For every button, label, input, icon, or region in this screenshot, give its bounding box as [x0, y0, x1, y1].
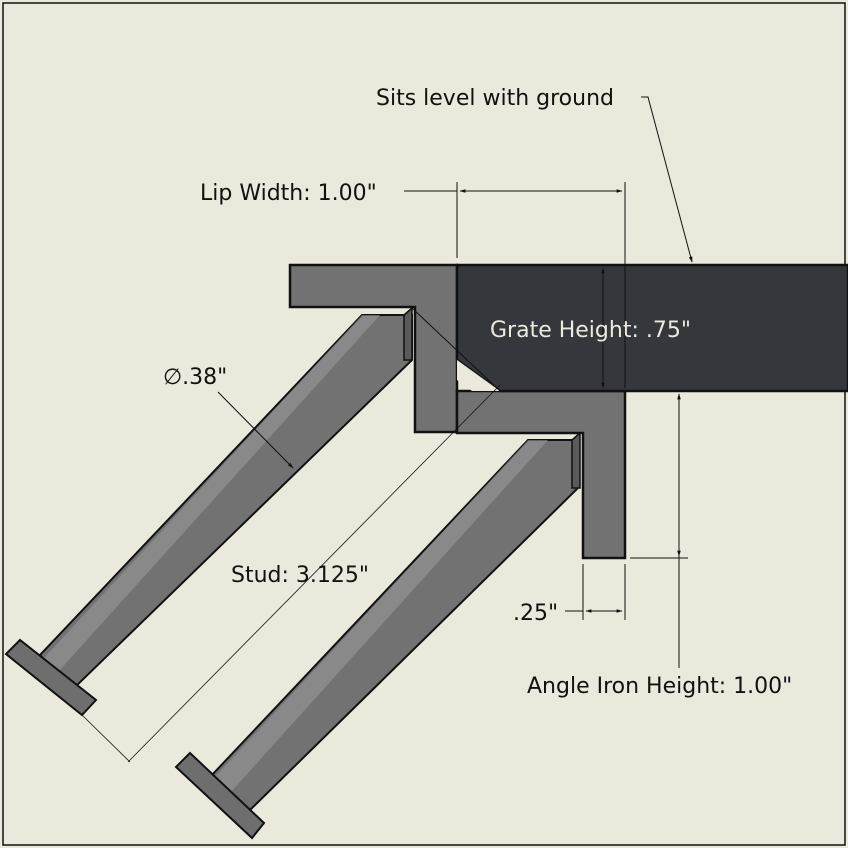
thickness-label: .25" [513, 601, 558, 626]
angle-iron-height-dimension [630, 393, 688, 668]
diameter-dimension [217, 391, 294, 469]
stud-2 [174, 431, 581, 840]
stud-1 [4, 306, 413, 717]
sits-level-leader [641, 96, 693, 263]
diameter-label: ∅.38" [163, 365, 227, 390]
thickness-dimension [565, 564, 626, 620]
sits-level-label: Sits level with ground [376, 86, 614, 111]
stud-label: Stud: 3.125" [231, 563, 369, 588]
grate-height-label: Grate Height: .75" [490, 318, 691, 343]
stud-dimension-line [127, 384, 501, 763]
lip-width-dimension [404, 182, 626, 388]
lip-width-label: Lip Width: 1.00" [200, 181, 377, 206]
angle-iron-height-label: Angle Iron Height: 1.00" [527, 674, 792, 699]
grate [455, 263, 848, 393]
